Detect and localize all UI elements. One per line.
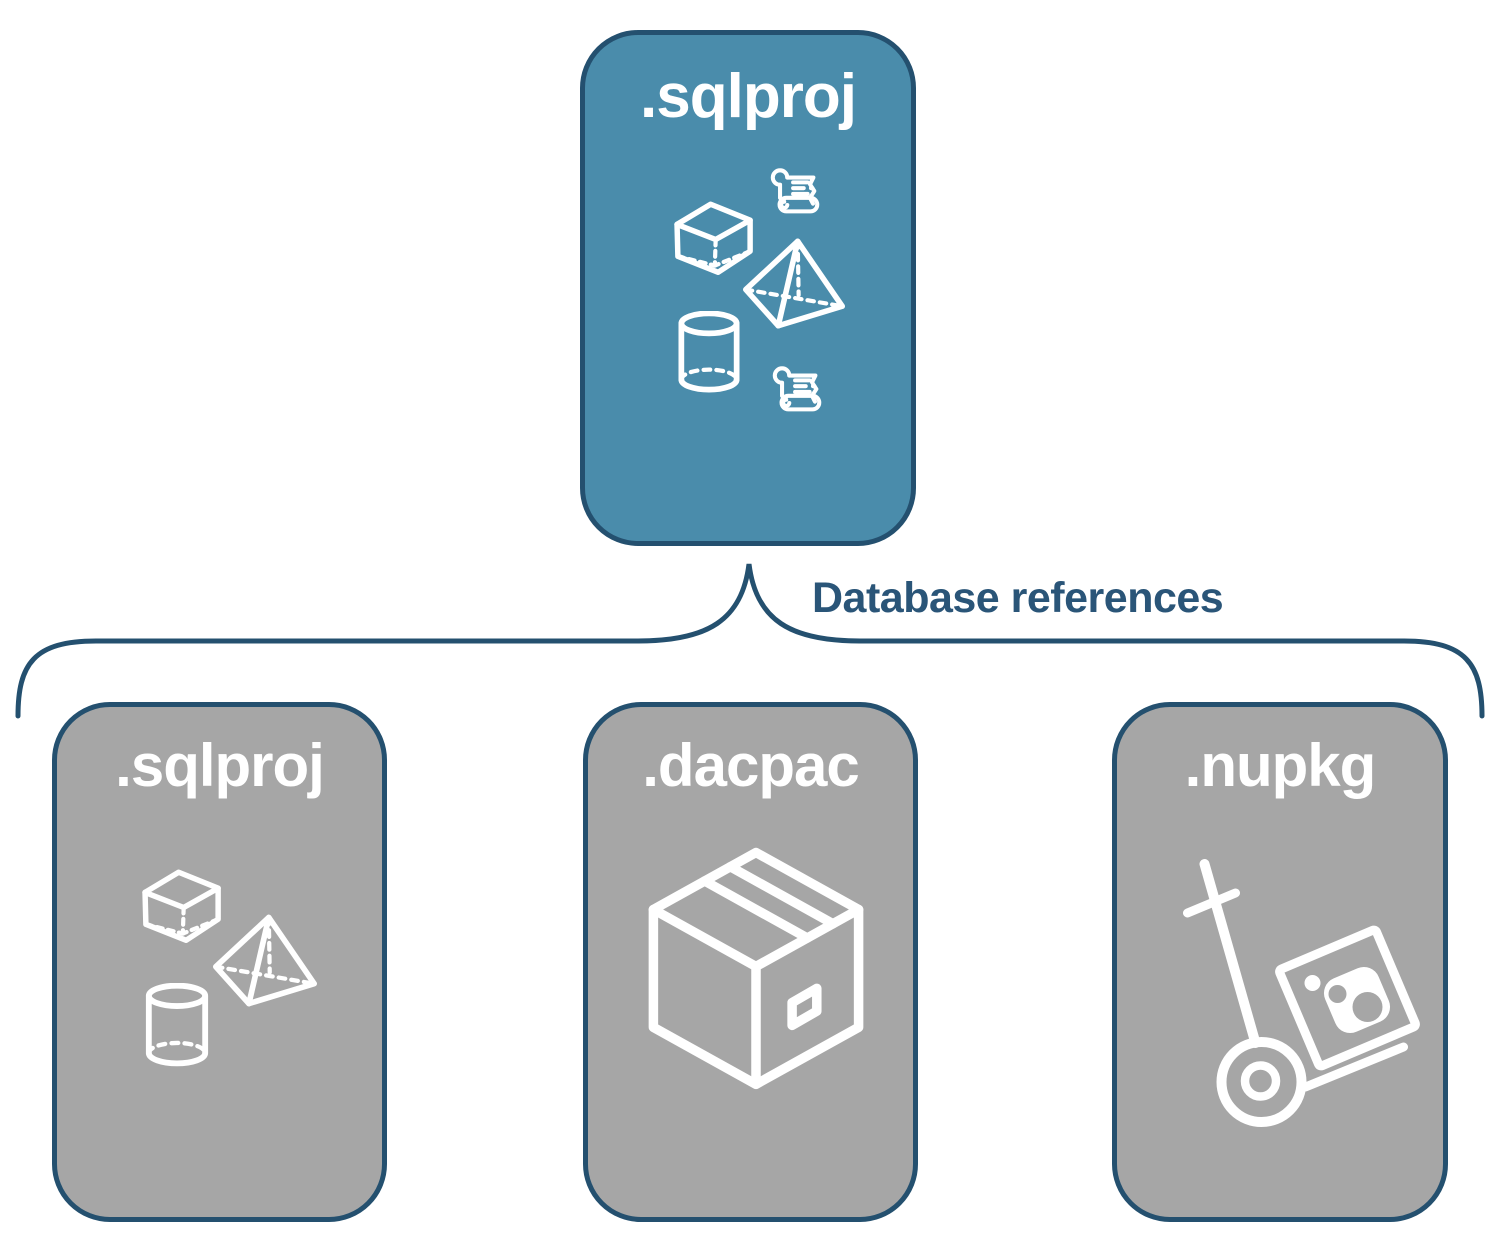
pyramid-icon bbox=[213, 913, 317, 1009]
cube-icon bbox=[139, 863, 225, 947]
cylinder-icon bbox=[143, 983, 211, 1067]
nuget-hand-truck-icon bbox=[1179, 857, 1435, 1132]
root-card-label: .sqlproj bbox=[640, 62, 857, 131]
pyramid-icon bbox=[743, 237, 845, 331]
scroll-icon bbox=[767, 167, 825, 219]
child-card-dacpac: .dacpac bbox=[583, 702, 918, 1222]
root-card-sqlproj: .sqlproj bbox=[580, 30, 916, 546]
connector-label: Database references bbox=[812, 574, 1224, 622]
cylinder-icon bbox=[675, 311, 743, 393]
child-card-label: .nupkg bbox=[1184, 732, 1377, 799]
child-card-nupkg: .nupkg bbox=[1112, 702, 1448, 1222]
scroll-icon bbox=[769, 365, 827, 417]
child-card-label: .dacpac bbox=[642, 732, 859, 799]
cube-icon bbox=[671, 195, 757, 279]
child-card-label: .sqlproj bbox=[115, 732, 325, 799]
package-box-icon bbox=[642, 843, 870, 1109]
child-card-sqlproj: .sqlproj bbox=[52, 702, 387, 1222]
